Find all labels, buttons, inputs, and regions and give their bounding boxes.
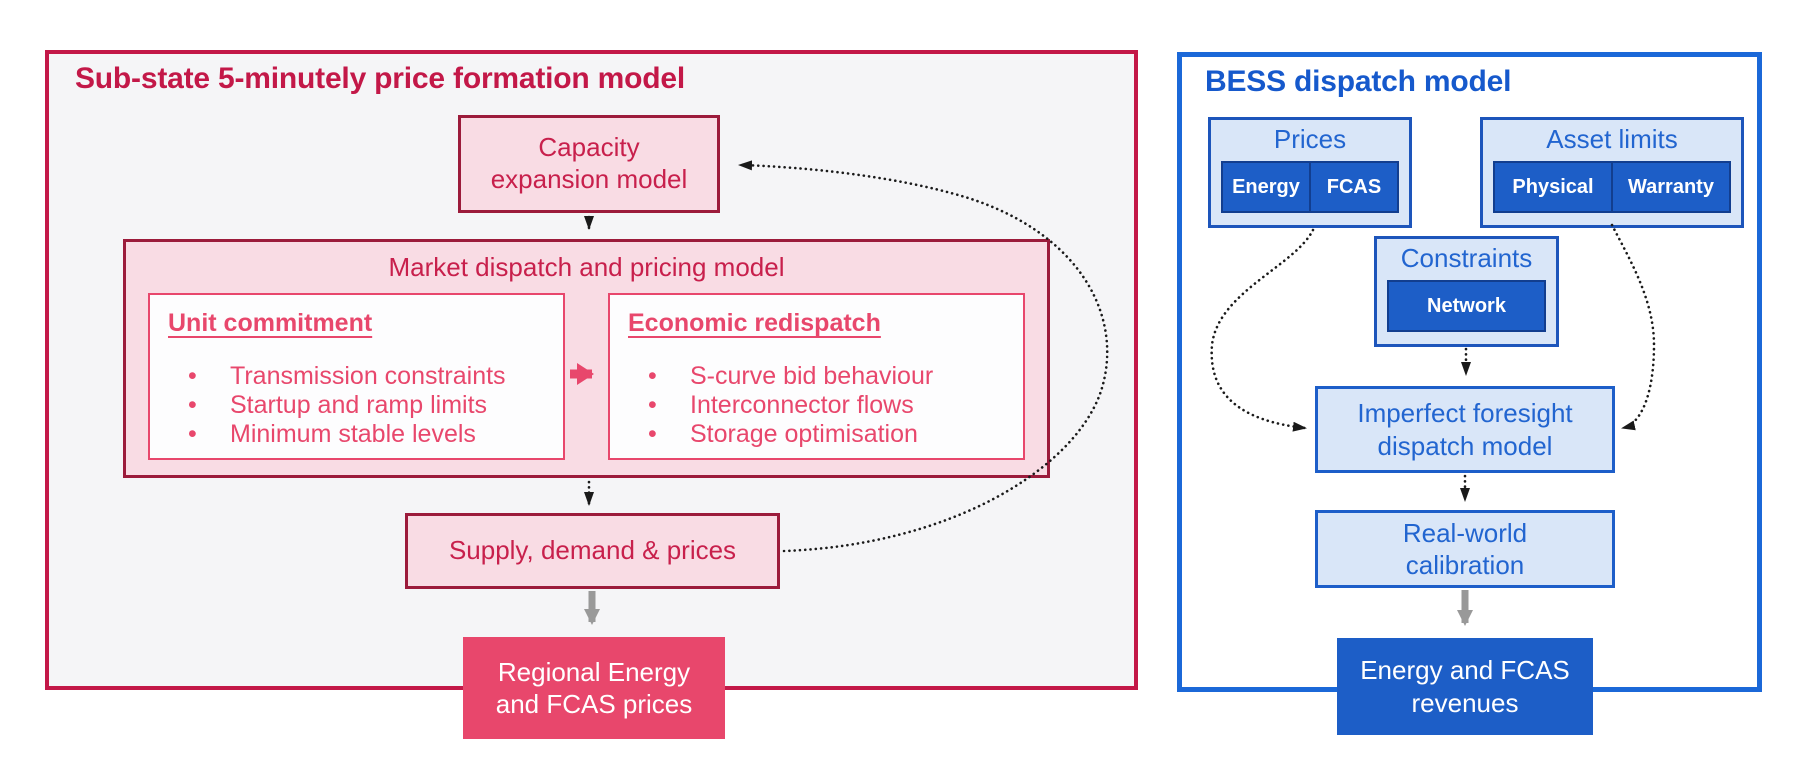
energy-fcas-revenues-box: Energy and FCAS revenues [1337, 638, 1593, 735]
prices-cells: Energy FCAS [1221, 161, 1399, 213]
bullet-item: Transmission constraints [168, 362, 553, 391]
economic-redispatch-box: Economic redispatch S-curve bid behaviou… [608, 293, 1025, 460]
asset-limits-group-title: Asset limits [1546, 124, 1678, 154]
fcas-cell: FCAS [1309, 163, 1397, 211]
bullet-item: Interconnector flows [628, 391, 1013, 420]
real-world-calibration-box: Real-world calibration [1315, 510, 1615, 588]
supply-demand-prices-box: Supply, demand & prices [405, 513, 780, 589]
economic-redispatch-title: Economic redispatch [628, 309, 881, 337]
constraints-cells: Network [1387, 280, 1546, 332]
regional-energy-fcas-prices-box: Regional Energy and FCAS prices [463, 637, 725, 739]
unit-commitment-box: Unit commitment Transmission constraints… [148, 293, 565, 460]
capacity-expansion-box: Capacity expansion model [458, 115, 720, 213]
unit-commitment-bullets: Transmission constraints Startup and ram… [168, 362, 553, 449]
constraints-group-box: Constraints Network [1374, 236, 1559, 347]
asset-limits-cells: Physical Warranty [1493, 161, 1731, 213]
bess-dispatch-panel: BESS dispatch model Prices Energy FCAS A… [1177, 52, 1762, 735]
market-dispatch-box: Market dispatch and pricing model Unit c… [123, 239, 1050, 478]
bullet-item: Startup and ramp limits [168, 391, 553, 420]
bullet-item: S-curve bid behaviour [628, 362, 1013, 391]
bullet-item: Storage optimisation [628, 420, 1013, 449]
asset-limits-group-box: Asset limits Physical Warranty [1480, 117, 1744, 228]
warranty-cell: Warranty [1611, 163, 1729, 211]
network-cell: Network [1389, 282, 1544, 330]
price-formation-panel-title: Sub-state 5-minutely price formation mod… [75, 62, 686, 95]
bess-dispatch-panel-title: BESS dispatch model [1205, 65, 1512, 98]
bullet-item: Minimum stable levels [168, 420, 553, 449]
physical-cell: Physical [1495, 163, 1611, 211]
market-dispatch-title: Market dispatch and pricing model [388, 252, 785, 282]
unit-commitment-title: Unit commitment [168, 309, 373, 337]
price-formation-panel: Sub-state 5-minutely price formation mod… [45, 50, 1138, 739]
prices-group-box: Prices Energy FCAS [1208, 117, 1412, 228]
energy-cell: Energy [1223, 163, 1309, 211]
imperfect-foresight-box: Imperfect foresight dispatch model [1315, 386, 1615, 473]
prices-group-title: Prices [1273, 124, 1347, 154]
constraints-group-title: Constraints [1400, 243, 1533, 273]
economic-redispatch-bullets: S-curve bid behaviour Interconnector flo… [628, 362, 1013, 449]
